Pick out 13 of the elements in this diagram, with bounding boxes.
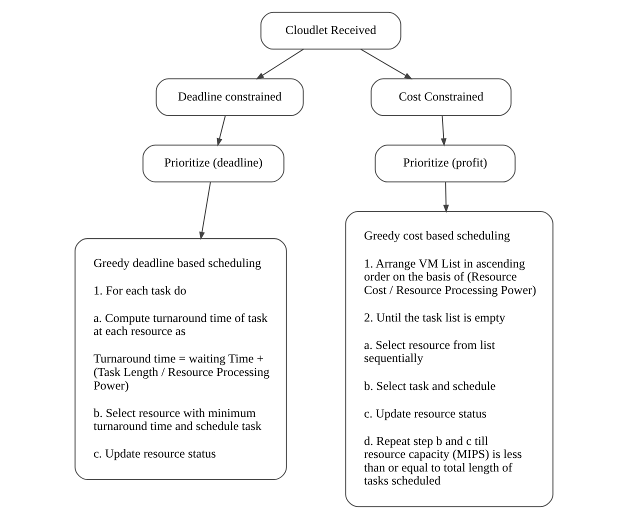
arrow bbox=[256, 48, 304, 80]
node-box: Greedy cost based scheduling 1. Arrange VM List in ascending order on the basis of (Resource Cost / Resource Processing Power) 2. Until the task list is empty a. Select resource from list sequentially b. Select task and schedule c. Update resource status d. Repeat step b and c till resource capacity (MIPS) is less than or equal to total length of tasks scheduled bbox=[345, 211, 554, 508]
arrow bbox=[199, 182, 211, 240]
arrow bbox=[440, 116, 447, 146]
node-box: Cost Constrained bbox=[370, 78, 512, 116]
node-box: Prioritize (profit) bbox=[374, 144, 516, 182]
arrow bbox=[443, 182, 449, 214]
node-box: Greedy deadline based scheduling 1. For each task do a. Compute turnaround time of task at each resource as Turnaround time = waiting Time + (Task Length / Resource Processing Power) b. Select resource with minimum turnaround time and schedule task c. Update resource status bbox=[74, 238, 287, 480]
node-box: Cloudlet Received bbox=[260, 12, 402, 50]
node-box: Deadline constrained bbox=[156, 78, 304, 116]
node-box: Prioritize (deadline) bbox=[142, 144, 284, 182]
arrow bbox=[216, 116, 226, 146]
arrow bbox=[360, 48, 413, 80]
